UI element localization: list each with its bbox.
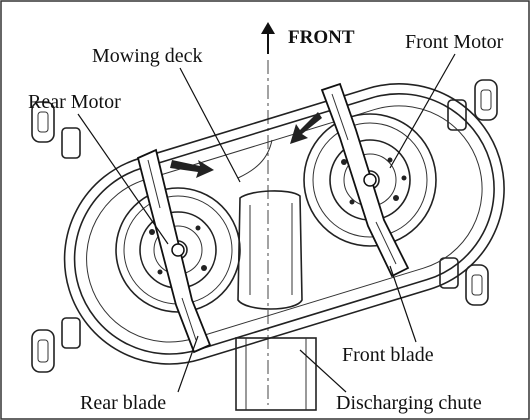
label-front-blade: Front blade — [342, 344, 434, 366]
label-discharging-chute: Discharging chute — [336, 392, 482, 414]
front-blade-shape — [320, 82, 410, 278]
deck-center-channel — [237, 139, 303, 310]
rear-blade-shape — [136, 148, 212, 354]
left-caster-wheels — [31, 101, 81, 373]
leader-lines — [77, 53, 456, 393]
discharging-chute-shape — [235, 337, 317, 411]
front-direction-label: FRONT — [288, 27, 355, 48]
label-mowing-deck: Mowing deck — [92, 45, 203, 67]
label-rear-motor: Rear Motor — [28, 91, 121, 113]
label-front-motor: Front Motor — [405, 31, 504, 53]
label-rear-blade: Rear blade — [80, 392, 166, 414]
rotation-arrow-icon — [290, 112, 322, 144]
up-arrow-icon — [261, 22, 275, 54]
right-caster-wheels — [439, 79, 498, 306]
deck-shell — [63, 83, 505, 365]
rotation-arrow-icon — [170, 160, 214, 178]
